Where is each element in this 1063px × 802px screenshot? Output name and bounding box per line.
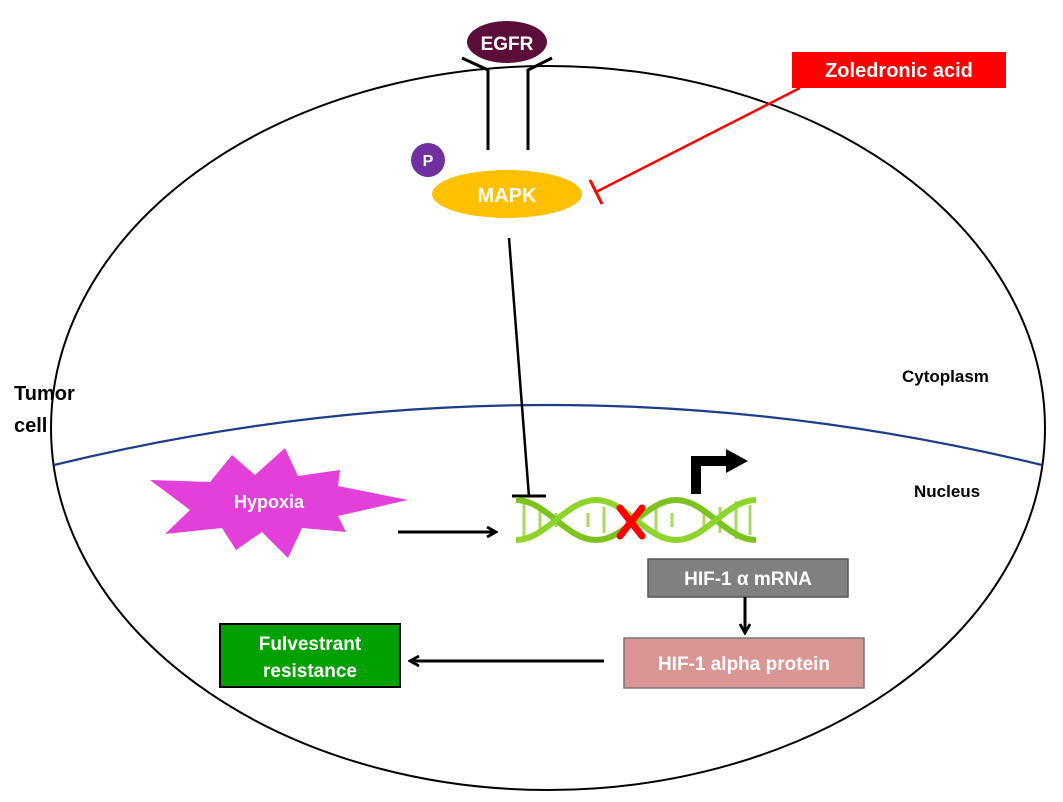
phospho-node	[411, 143, 445, 177]
fulvestrant-label-line1: Fulvestrant	[259, 634, 362, 655]
zoledronic-inhibition-bar	[588, 179, 604, 205]
zoledronic-inhibition-line	[595, 86, 801, 194]
mapk-inhibition-line	[507, 237, 531, 498]
hif-protein-label: HIF-1 alpha protein	[658, 654, 830, 675]
fulvestrant-label-line2: resistance	[263, 661, 357, 682]
mapk-node	[432, 170, 582, 218]
phospho-label: P	[423, 153, 434, 170]
hif-mrna-box	[647, 558, 849, 598]
tumor-cell-outline	[50, 65, 1046, 791]
fulvestrant-resistance-box	[219, 623, 401, 688]
nucleus-label: Nucleus	[914, 482, 980, 501]
hypoxia-label: Hypoxia	[234, 492, 305, 512]
hif-protein-box	[623, 637, 865, 689]
nuclear-membrane	[53, 403, 1043, 467]
zoledronic-acid-label: Zoledronic acid	[825, 60, 973, 82]
cytoplasm-label: Cytoplasm	[902, 367, 989, 386]
tumor-cell-label-line1: Tumor	[14, 383, 75, 405]
x-mark-icon	[616, 504, 646, 540]
transcription-arrow-icon	[691, 449, 748, 494]
zoledronic-acid-box	[792, 52, 1006, 88]
tumor-cell-label-line2: cell	[14, 415, 47, 437]
egfr-label: EGFR	[481, 34, 534, 55]
hif-mrna-label: HIF-1 α mRNA	[684, 569, 812, 590]
hypoxia-starburst	[150, 448, 408, 558]
egfr-node	[467, 21, 547, 63]
egfr-receptor: EGFR	[461, 21, 553, 150]
mapk-label: MAPK	[478, 185, 537, 207]
